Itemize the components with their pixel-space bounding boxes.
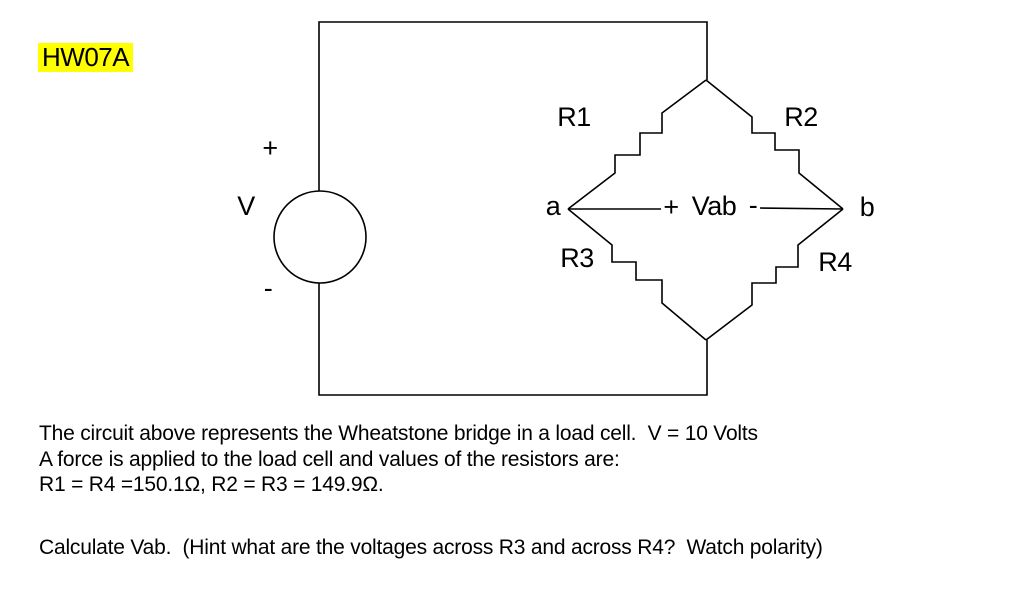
hw-tag: HW07A [38,43,134,72]
wire-bottom-loop [318,283,708,396]
node-b-label: b [860,192,875,222]
resistor-r1-zigzag [567,79,707,210]
resistor-r4-label: R4 [818,247,852,277]
source-v-label: V [237,191,255,221]
source-plus-label: + [262,133,277,163]
resistor-r2-zigzag [705,79,844,210]
voltage-source-circle [273,190,367,284]
wires [273,21,844,396]
resistor-r3-label: R3 [560,243,594,273]
vab-plus-label: + [663,192,678,222]
problem-line-2: A force is applied to the load cell and … [39,447,620,471]
diagram-labels: + V - R1 R2 R3 R4 a b + Vab - [237,102,875,303]
wire-top-loop [318,21,708,191]
vab-label: Vab [692,191,737,221]
vab-minus-label: - [749,190,758,220]
source-minus-label: - [264,273,273,303]
problem-line-3: R1 = R4 =150.1Ω, R2 = R3 = 149.9Ω. [39,473,384,497]
problem-line-1: The circuit above represents the Wheatst… [39,422,758,445]
node-a-label: a [546,191,562,221]
circuit-diagram: + V - R1 R2 R3 R4 a b + Vab - [237,21,875,396]
bridge-output-line-right [759,207,844,210]
resistor-r1-label: R1 [557,102,591,132]
resistor-r4-zigzag [705,208,844,341]
problem-question: Calculate Vab. (Hint what are the voltag… [39,535,823,561]
resistor-r2-label: R2 [784,102,818,132]
problem-statement: The circuit above represents the Wheatst… [39,421,758,498]
problem-question-line: Calculate Vab. (Hint what are the voltag… [39,536,823,559]
resistor-r3-zigzag [567,208,707,341]
